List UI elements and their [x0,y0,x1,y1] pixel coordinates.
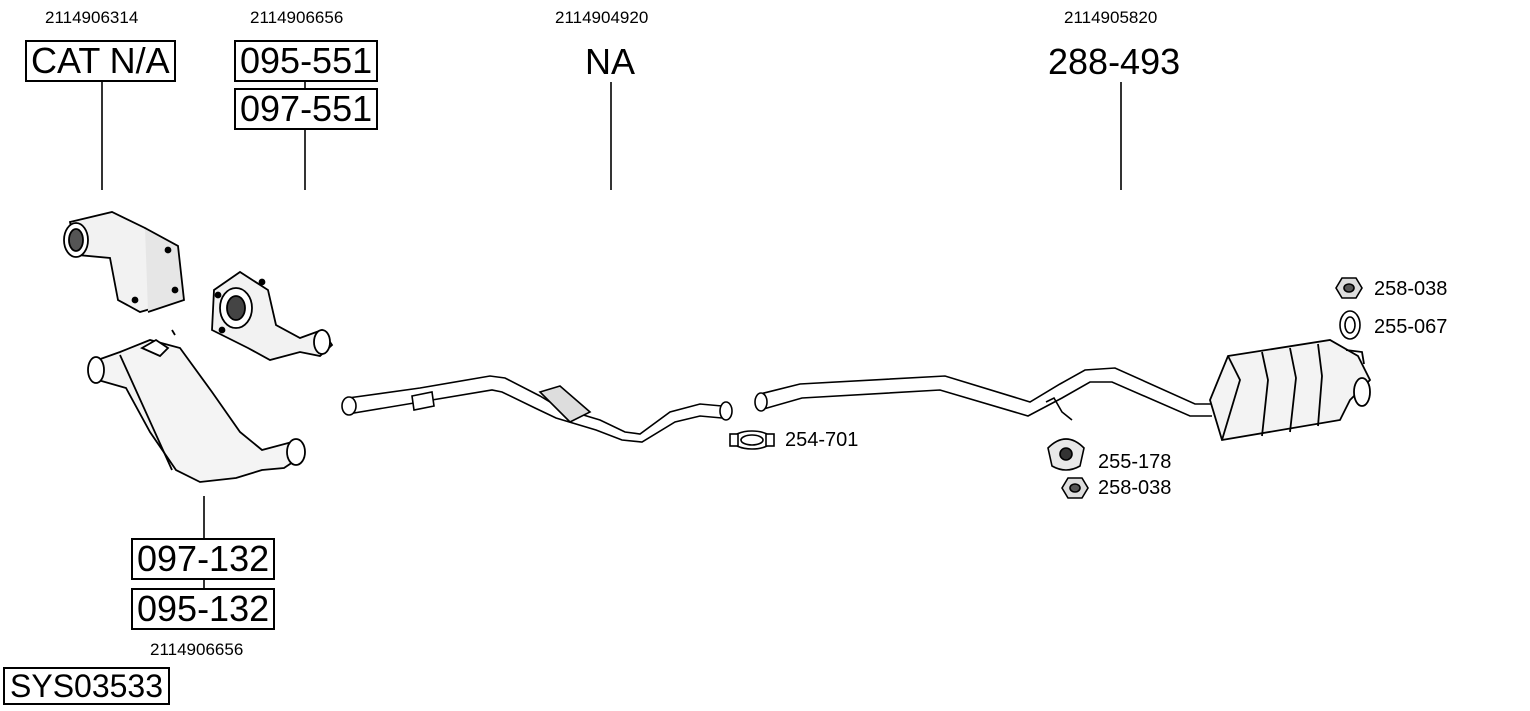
rear-pipe-drawing [754,367,1212,421]
part-number-box[interactable]: CAT N/A [25,40,176,82]
part-number-label[interactable]: 288-493 [1048,41,1181,82]
accessory-label-clamp[interactable]: 254-701 [785,429,859,451]
part-code-label: 2114904920 [555,8,649,27]
part-number-box[interactable]: 097-551 [234,88,379,130]
clamp-icon [729,430,775,450]
part-code-label: 2114906656 [150,640,244,659]
part-code-label: 2114905820 [1064,8,1158,27]
catalytic-converter-drawing [63,211,185,313]
system-id-box: SYS03533 [3,667,171,705]
part-code-label: 2114906656 [250,8,344,27]
part-code-label: 2114906314 [45,8,139,27]
accessory-label-nut[interactable]: 258-038 [1374,278,1448,300]
second-converter-drawing [211,270,334,361]
part-number-box[interactable]: 097-132 [131,538,276,580]
part-number-label[interactable]: NA [585,41,636,82]
nut-icon [1335,277,1363,299]
part-number-box[interactable]: 095-551 [234,40,379,82]
accessory-label-nut[interactable]: 258-038 [1098,477,1172,499]
accessory-label-hanger[interactable]: 255-178 [1098,451,1172,473]
hanger-ring-icon [1339,310,1361,340]
accessory-label-hanger-ring[interactable]: 255-067 [1374,316,1448,338]
part-number-box[interactable]: 095-132 [131,588,276,630]
particulate-filter-drawing [87,329,306,483]
nut-icon [1061,477,1089,499]
rear-silencer-drawing [1209,339,1372,442]
rubber-hanger-icon [1047,438,1085,471]
front-pipe-drawing [341,375,733,443]
